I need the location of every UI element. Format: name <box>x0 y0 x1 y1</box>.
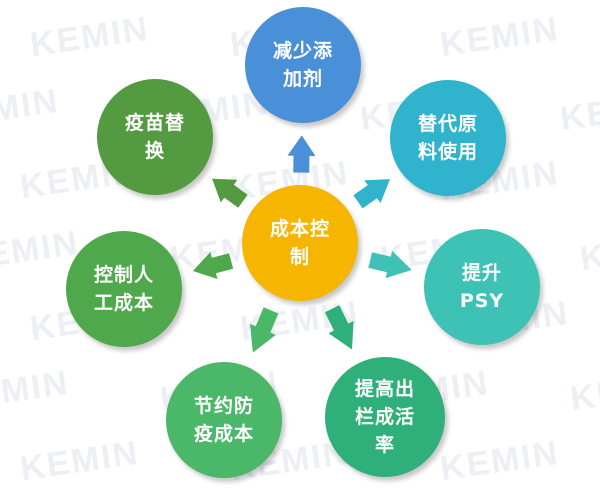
node-save-prevention: 节约防 疫成本 <box>166 362 282 478</box>
node-improve-psy: 提升 PSY <box>424 229 540 345</box>
arrow-to-replace-vaccine <box>212 178 248 208</box>
node-reduce-additives: 减少添 加剂 <box>245 7 361 123</box>
node-control-labor-label: 控制人 工成本 <box>93 264 154 314</box>
node-improve-psy-label: 提升 PSY <box>459 262 505 312</box>
node-save-prevention-label: 节约防 疫成本 <box>193 395 254 445</box>
arrow-to-save-prevention <box>250 307 279 353</box>
node-improve-survival-label: 提高出 栏成活 率 <box>354 378 415 456</box>
arrow-to-improve-survival <box>324 305 354 350</box>
node-control-labor: 控制人 工成本 <box>66 231 182 347</box>
arrow-to-control-labor <box>192 252 234 279</box>
arrow-to-reduce-additives <box>287 135 316 173</box>
arrow-to-improve-psy <box>368 250 412 279</box>
node-substitute-materials-label: 替代原 料使用 <box>417 113 478 163</box>
center-node-label: 成本控 制 <box>269 218 330 268</box>
node-substitute-materials: 替代原 料使用 <box>390 80 506 196</box>
node-replace-vaccine: 疫苗替 换 <box>97 79 213 195</box>
center-node: 成本控 制 <box>242 185 358 301</box>
node-replace-vaccine-label: 疫苗替 换 <box>124 112 185 162</box>
arrow-to-substitute-materials <box>353 179 390 209</box>
node-reduce-additives-label: 减少添 加剂 <box>272 40 333 90</box>
node-improve-survival: 提高出 栏成活 率 <box>325 357 445 477</box>
